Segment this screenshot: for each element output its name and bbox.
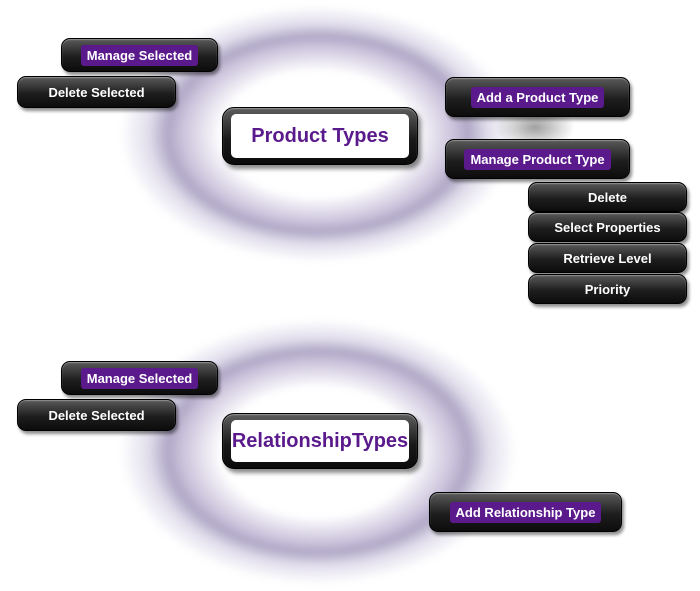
submenu-priority-label: Priority [584, 281, 631, 297]
manage-product-type-button[interactable]: Manage Product Type [445, 139, 630, 179]
product-types-title: Product Types [231, 114, 409, 158]
relationship-types-title: Relationship Types [231, 420, 409, 462]
product-manage-selected-label: Manage Selected [80, 44, 199, 66]
relationship-manage-selected-button[interactable]: Manage Selected [61, 361, 218, 395]
submenu-select-properties-label: Select Properties [554, 219, 661, 235]
add-product-type-label: Add a Product Type [470, 86, 605, 108]
submenu-delete-button[interactable]: Delete [528, 182, 687, 212]
submenu-delete-label: Delete [587, 189, 628, 205]
add-relationship-type-button[interactable]: Add Relationship Type [429, 492, 622, 532]
add-relationship-type-label: Add Relationship Type [449, 501, 602, 523]
relationship-delete-selected-button[interactable]: Delete Selected [17, 399, 176, 431]
add-product-type-button[interactable]: Add a Product Type [445, 77, 630, 117]
relationship-delete-selected-label: Delete Selected [48, 407, 145, 423]
submenu-retrieve-level-button[interactable]: Retrieve Level [528, 243, 687, 273]
manage-product-type-label: Manage Product Type [464, 148, 611, 170]
submenu-retrieve-level-label: Retrieve Level [563, 250, 652, 266]
relationship-manage-selected-label: Manage Selected [80, 367, 199, 389]
relationship-types-title-box[interactable]: Relationship Types [222, 413, 418, 469]
submenu-select-properties-button[interactable]: Select Properties [528, 212, 687, 242]
relationship-types-title-line1: Relationship [231, 429, 352, 452]
product-types-title-box[interactable]: Product Types [222, 107, 418, 165]
relationship-types-title-line2: Types [351, 429, 409, 452]
product-manage-selected-button[interactable]: Manage Selected [61, 38, 218, 72]
product-delete-selected-button[interactable]: Delete Selected [17, 76, 176, 108]
product-delete-selected-label: Delete Selected [48, 84, 145, 100]
submenu-priority-button[interactable]: Priority [528, 274, 687, 304]
